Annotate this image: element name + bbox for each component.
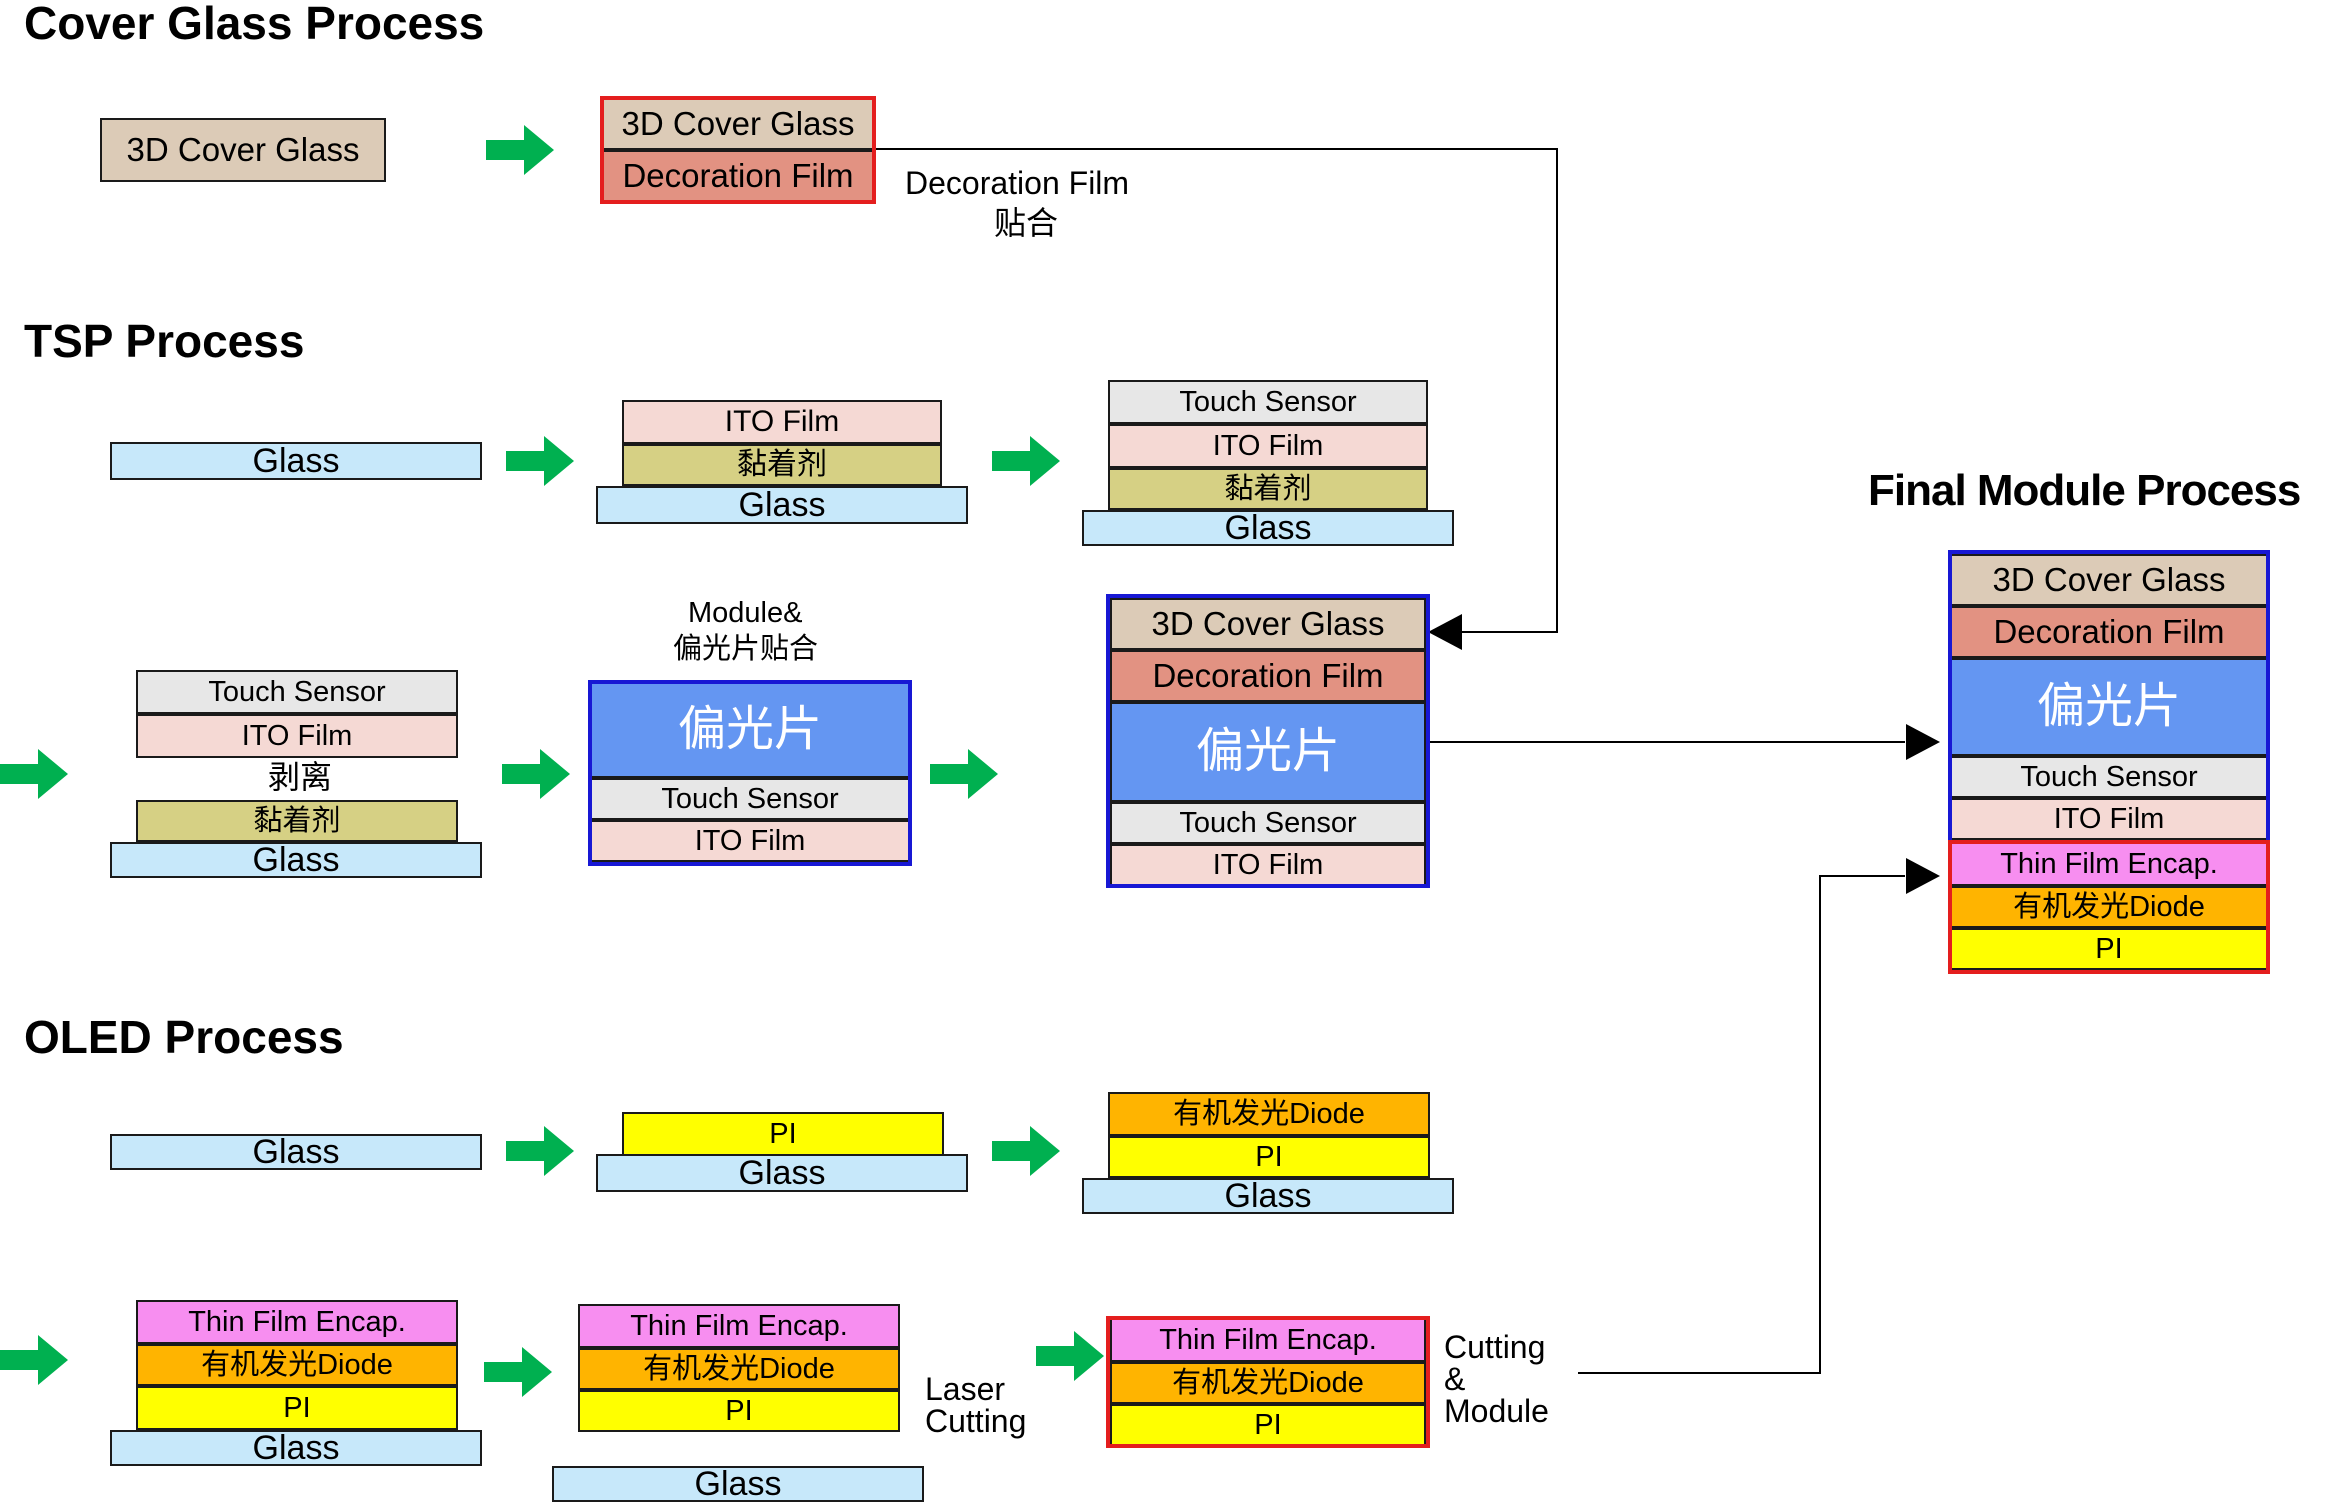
flow-arrow-1 [486,125,554,175]
connector-decoration-to-module [874,148,1558,633]
layer-glass: Glass [596,1154,968,1192]
arrow-head-into-final-top [1906,724,1940,760]
layer-touch-sensor: Touch Sensor [1110,802,1426,844]
note-peel: 剥离 [268,759,333,795]
layer-pi: PI [136,1386,458,1430]
layer-3d-cover-glass: 3D Cover Glass [602,98,874,150]
flow-arrow-7 [506,1126,574,1176]
note-module-bond-cn: 偏光片贴合 [673,633,819,665]
flow-arrow-2 [506,436,574,486]
layer-glass: Glass [1082,510,1454,546]
layer-oled-diode: 有机发光Diode [136,1344,458,1386]
layer-glass: Glass [110,842,482,878]
layer-oled-diode: 有机发光Diode [1950,886,2268,928]
layer-thin-film-encap: Thin Film Encap. [136,1300,458,1344]
note-cutting-module: Module [1444,1393,1549,1429]
layer-decoration-film: Decoration Film [602,150,874,202]
layer-decoration-film: Decoration Film [1110,650,1426,702]
note-decoration-bond-cn: 贴合 [994,205,1059,241]
layer-3d-cover-glass: 3D Cover Glass [1950,554,2268,606]
note-decoration-bond: Decoration Film [905,165,1130,201]
layer-pi: PI [1950,928,2268,970]
layer-polarizer: 偏光片 [1950,658,2268,756]
note-laser: Laser [925,1371,1006,1407]
note-cutting-amp: & [1444,1361,1466,1397]
title-final-module-process: Final Module Process [1868,466,2301,515]
note-module-bond: Module& [688,597,803,629]
layer-3d-cover-glass: 3D Cover Glass [100,118,386,182]
flow-arrow-4 [0,749,68,799]
layer-oled-diode: 有机发光Diode [1108,1092,1430,1136]
layer-glass: Glass [110,1134,482,1170]
layer-polarizer: 偏光片 [1110,702,1426,802]
note-laser-cutting: Cutting [925,1403,1027,1439]
connector-oled-to-final [1578,875,1905,1374]
layer-pi: PI [622,1112,944,1156]
note-cutting: Cutting [1444,1329,1546,1365]
layer-touch-sensor: Touch Sensor [136,670,458,714]
layer-glass: Glass [1082,1178,1454,1214]
arrow-head-into-final-bottom [1906,858,1940,894]
layer-adhesive: 黏着剂 [622,444,942,486]
layer-3d-cover-glass: 3D Cover Glass [1110,598,1426,650]
layer-pi: PI [1110,1404,1426,1446]
flow-arrow-5 [502,749,570,799]
flow-arrow-11 [1036,1331,1104,1381]
layer-glass: Glass [552,1466,924,1502]
layer-adhesive: 黏着剂 [1108,468,1428,510]
layer-thin-film-encap: Thin Film Encap. [1110,1318,1426,1362]
layer-ito-film: ITO Film [136,714,458,758]
flow-arrow-6 [930,749,998,799]
layer-polarizer: 偏光片 [590,682,910,778]
layer-glass: Glass [596,486,968,524]
title-cover-glass-process: Cover Glass Process [24,0,485,49]
layer-adhesive: 黏着剂 [136,800,458,842]
arrow-head-into-module [1428,614,1462,650]
layer-ito-film: ITO Film [590,820,910,862]
layer-ito-film: ITO Film [1108,424,1428,468]
layer-ito-film: ITO Film [1950,798,2268,840]
layer-thin-film-encap: Thin Film Encap. [578,1304,900,1348]
layer-ito-film: ITO Film [622,400,942,444]
layer-touch-sensor: Touch Sensor [590,778,910,820]
layer-oled-diode: 有机发光Diode [578,1348,900,1390]
flow-arrow-10 [484,1347,552,1397]
layer-touch-sensor: Touch Sensor [1108,380,1428,424]
layer-glass: Glass [110,1430,482,1466]
title-tsp-process: TSP Process [24,315,305,367]
layer-decoration-film: Decoration Film [1950,606,2268,658]
layer-touch-sensor: Touch Sensor [1950,756,2268,798]
title-oled-process: OLED Process [24,1011,344,1063]
flow-arrow-8 [992,1126,1060,1176]
layer-pi: PI [578,1390,900,1432]
layer-oled-diode: 有机发光Diode [1110,1362,1426,1404]
layer-pi: PI [1108,1136,1430,1178]
layer-glass: Glass [110,442,482,480]
flow-arrow-3 [992,436,1060,486]
layer-ito-film: ITO Film [1110,844,1426,886]
layer-thin-film-encap: Thin Film Encap. [1950,842,2268,886]
flow-arrow-9 [0,1335,68,1385]
